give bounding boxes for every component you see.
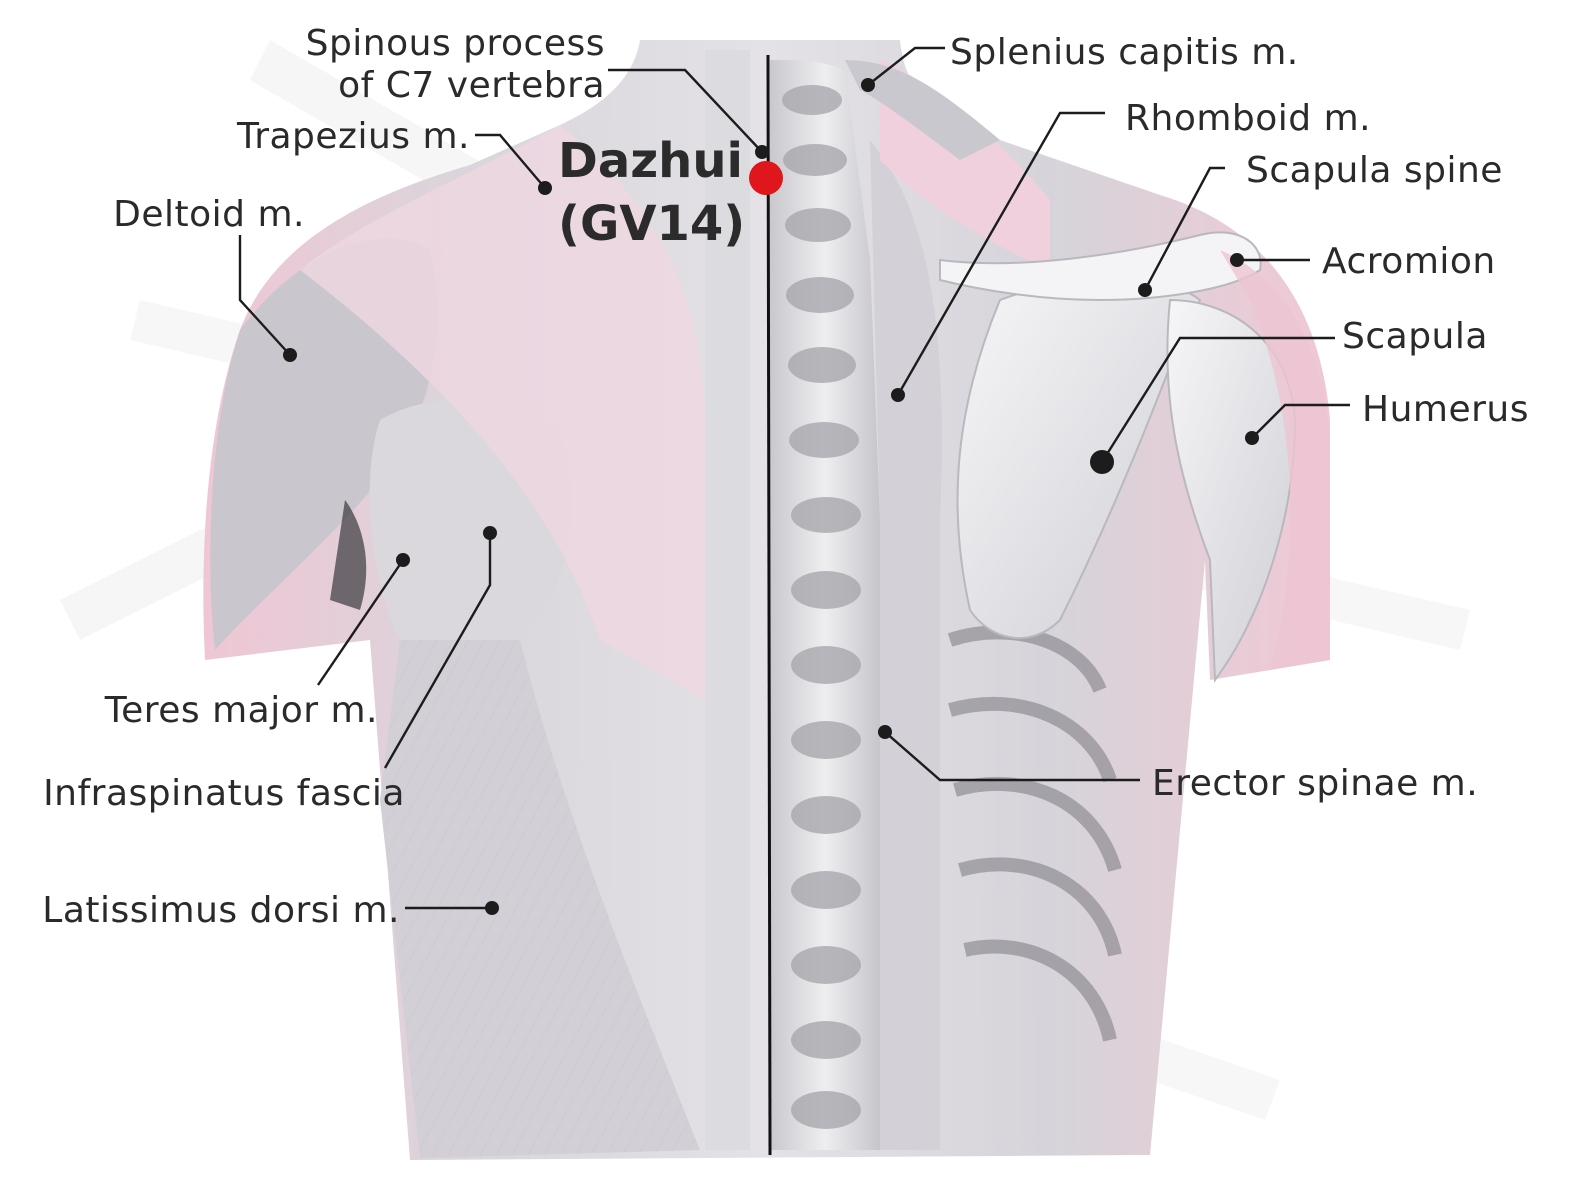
label-latissimus-dorsi: Latissimus dorsi m. [42, 890, 400, 931]
trapezius-marker-dot [538, 181, 552, 195]
posterior-midline [766, 54, 772, 1156]
deltoid-marker-dot [283, 348, 297, 362]
labels: Spinous process of C7 vertebra Trapezius… [42, 23, 1529, 931]
label-trapezius: Trapezius m. [236, 116, 470, 157]
infraspinatus-marker-dot [483, 526, 497, 540]
label-spinous-process-line1: Spinous process [306, 23, 605, 64]
erector-spinae-marker-dot [878, 725, 892, 739]
acromion-marker-dot [1230, 253, 1244, 267]
label-infraspinatus-fascia: Infraspinatus fascia [43, 773, 405, 814]
label-spinous-process-line2: of C7 vertebra [338, 65, 605, 106]
latissimus-marker-dot [485, 901, 499, 915]
humerus-marker-dot [1245, 431, 1259, 445]
leader-lines [238, 46, 1350, 910]
splenius-marker-dot [861, 78, 875, 92]
dazhui-acupoint-dot [749, 161, 783, 195]
scapula-spine-marker-dot [1138, 283, 1152, 297]
torso [203, 40, 1330, 1160]
label-scapula: Scapula [1342, 316, 1488, 357]
label-deltoid: Deltoid m. [113, 194, 305, 235]
acupoint-code: (GV14) [558, 196, 745, 252]
leader-dots [283, 78, 1259, 915]
teres-major-marker-dot [396, 553, 410, 567]
c7-marker-dot [755, 145, 769, 159]
scapula-marker-dot [1090, 450, 1114, 474]
label-splenius-capitis: Splenius capitis m. [950, 32, 1299, 73]
label-acromion: Acromion [1322, 241, 1496, 282]
label-teres-major: Teres major m. [104, 690, 378, 731]
rhomboid-marker-dot [891, 388, 905, 402]
label-erector-spinae: Erector spinae m. [1152, 763, 1478, 804]
label-scapula-spine: Scapula spine [1246, 150, 1503, 191]
label-rhomboid: Rhomboid m. [1125, 98, 1371, 139]
label-humerus: Humerus [1362, 389, 1529, 430]
acupoint-name: Dazhui [558, 133, 743, 189]
